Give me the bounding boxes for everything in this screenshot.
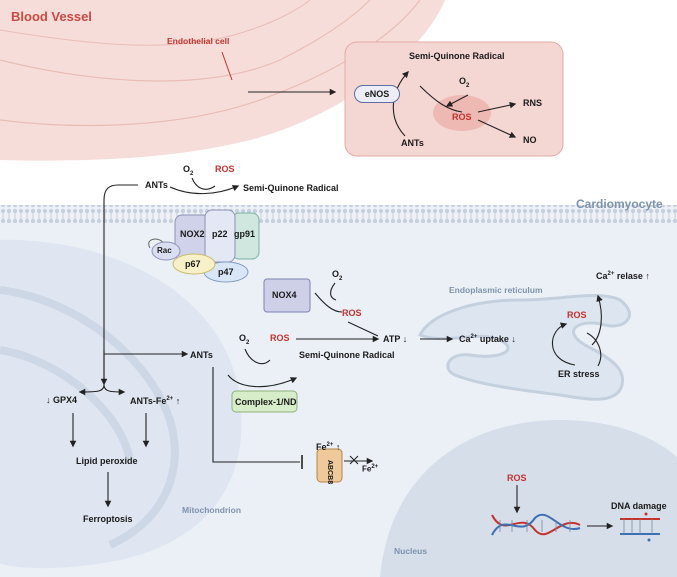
p67-subunit: [172, 253, 216, 275]
gpx4-label: ↓ GPX4: [46, 395, 78, 405]
complex1-box: [231, 390, 298, 413]
nox4-ros-label: ROS: [342, 308, 362, 318]
gp91-label: gp91: [234, 229, 256, 239]
endothelial-cell-label: Endothelial cell: [167, 36, 230, 46]
endoplasmic-reticulum: [417, 294, 631, 401]
lipid-peroxide-label: Lipid peroxide: [76, 456, 138, 466]
fe-label: Fe2+ ↑: [316, 442, 341, 452]
nox4-box: [263, 278, 311, 313]
nucleus-label: Nucleus: [394, 546, 428, 556]
inset-ants-label: ANTs: [401, 138, 424, 148]
p22-label: p22: [212, 229, 228, 239]
ca-release-up-arrow-icon: ↑: [645, 271, 650, 281]
er-stress-label: ER stress: [558, 369, 600, 379]
fe-up-arrow-icon: ↑: [335, 442, 341, 452]
enos-enzyme: eNOS: [354, 85, 400, 103]
nox-semiquinone-label: Semi-Quinone Radical: [243, 183, 339, 193]
mitochondrion-shape: [0, 239, 242, 569]
nox4-o2-label: O2: [332, 269, 343, 282]
rac-label: Rac: [157, 246, 172, 255]
endothelial-pointer: [221, 51, 233, 81]
nox-o2-label: O2: [183, 164, 194, 177]
inset-semiquinone-label: Semi-Quinone Radical: [409, 51, 505, 61]
mitochondrion-label: Mitochondrion: [182, 505, 242, 515]
atp-label: ATP ↓: [383, 334, 408, 344]
abcb8-box: [316, 448, 343, 483]
mito-ants-label: ANTs: [190, 350, 213, 360]
ants-fe-label: ANTs-Fe2+ ↑: [130, 396, 181, 406]
ca-release-label: Ca2+ relase ↑: [596, 271, 650, 281]
cell-membrane: [0, 205, 677, 223]
gpx4-down-arrow-icon: ↓: [46, 395, 51, 405]
damaged-dna: [620, 512, 660, 542]
blood-vessel-shape: [0, 0, 445, 161]
abcb8-label: ABCB8: [326, 460, 333, 485]
ferroptosis-label: Ferroptosis: [83, 514, 133, 524]
inset-rns-label: RNS: [523, 98, 543, 108]
er-label: Endoplasmic reticulum: [449, 285, 543, 295]
inset-o2-label: O2: [459, 76, 470, 89]
rac-subunit: [151, 241, 181, 261]
complex1-label: Complex-1/ND: [235, 397, 297, 407]
er-ros-label: ROS: [567, 310, 587, 320]
p47-label: p47: [218, 267, 234, 277]
mito-o2-label: O2: [239, 333, 250, 346]
cardiomyocyte-title: Cardiomyocyte: [576, 197, 663, 211]
p67-label: p67: [185, 259, 201, 269]
nox2-label: NOX2: [180, 229, 205, 239]
dna-helix: [491, 513, 581, 536]
ca-uptake-down-arrow-icon: ↓: [511, 334, 516, 344]
mito-semiquinone-label: Semi-Quinone Radical: [299, 350, 395, 360]
dna-damage-label: DNA damage: [611, 501, 667, 511]
blood-vessel-title: Blood Vessel: [11, 9, 92, 24]
ca-uptake-label: Ca2+ uptake ↓: [459, 334, 516, 344]
inset-ros-label: ROS: [452, 112, 472, 122]
nox-ros-label: ROS: [215, 164, 235, 174]
nucleus-shape: [380, 420, 677, 577]
nox4-label: NOX4: [272, 290, 297, 300]
nox-ants-label: ANTs: [145, 180, 168, 190]
ants-fe-up-arrow-icon: ↑: [175, 396, 181, 406]
fe-out-label: Fe2+: [362, 464, 379, 474]
inset-no-label: NO: [523, 135, 537, 145]
atp-down-arrow-icon: ↓: [402, 334, 408, 344]
mito-ros-label: ROS: [270, 333, 290, 343]
nucleus-ros-label: ROS: [507, 473, 527, 483]
